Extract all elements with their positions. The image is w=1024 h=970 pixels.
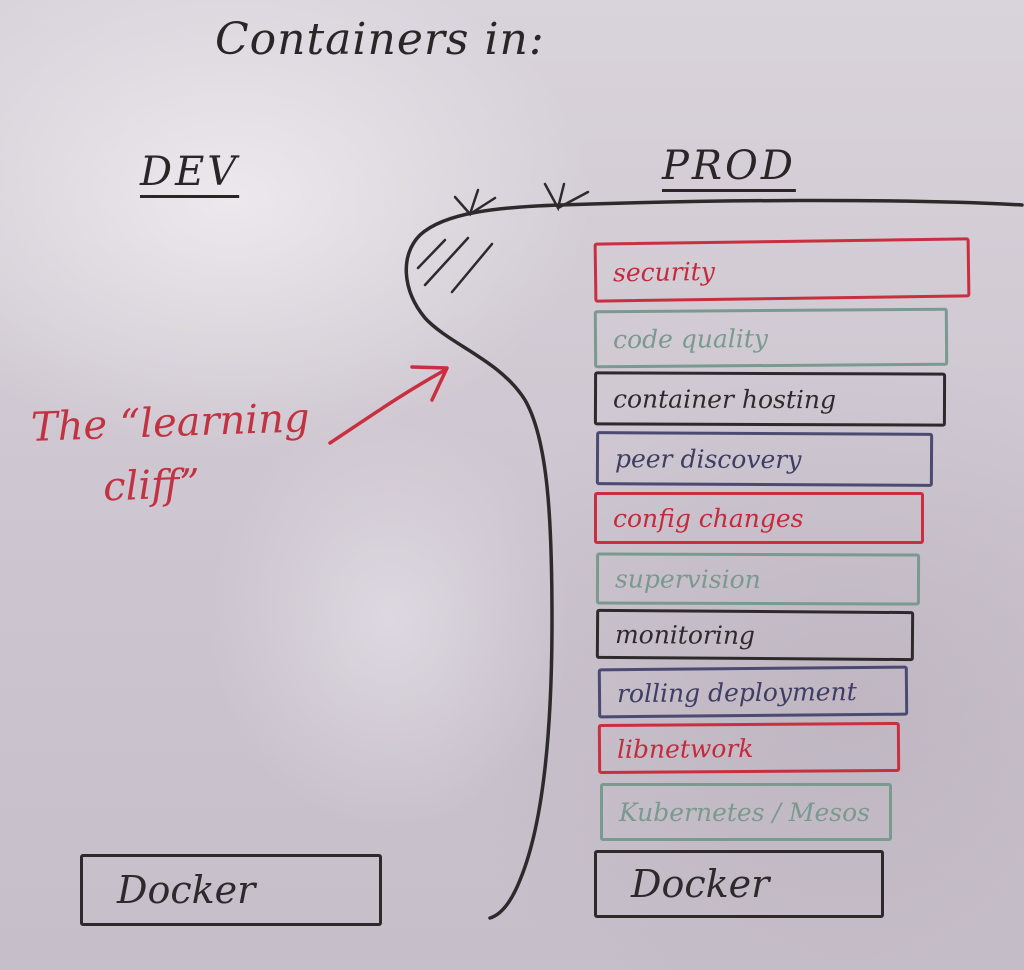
prod-layer-box: supervision <box>595 552 921 606</box>
dev-docker-box: Docker <box>80 854 382 926</box>
arrow-to-cliff <box>328 365 449 445</box>
prod-layer-box: Kubernetes / Mesos <box>600 783 892 841</box>
prod-layer-label: code quality <box>612 323 769 354</box>
prod-docker-label: Docker <box>631 862 770 906</box>
prod-layer-box: code quality <box>593 307 949 369</box>
prod-docker-box: Docker <box>594 850 884 918</box>
prod-layer-label: Kubernetes / Mesos <box>619 797 870 827</box>
prod-layer-label: rolling deployment <box>616 676 857 708</box>
learning-cliff-annotation: The “learning cliff” <box>30 387 313 521</box>
dev-heading: DEV <box>140 149 240 195</box>
prod-layer-box: peer discovery <box>595 431 934 487</box>
prod-layer-box: monitoring <box>595 608 915 662</box>
prod-layer-label: libnetwork <box>616 733 754 764</box>
prod-layer-label: monitoring <box>614 619 756 650</box>
prod-heading: PROD <box>662 143 796 189</box>
prod-layer-box: config changes <box>594 492 924 544</box>
prod-layer-label: config changes <box>613 503 804 533</box>
prod-layer-box: container hosting <box>593 371 947 427</box>
prod-layer-label: supervision <box>614 564 761 594</box>
learning-cliff-line1: The “learning <box>30 395 311 451</box>
cliff-outline <box>404 198 1024 920</box>
board-title: Containers in: <box>215 14 545 65</box>
dev-docker-label: Docker <box>117 868 256 912</box>
prod-layer-label: container hosting <box>612 383 837 414</box>
prod-layer-box: rolling deployment <box>597 665 909 719</box>
cliff-hatching <box>416 236 494 294</box>
learning-cliff-line2: cliff” <box>102 461 201 511</box>
grass-tufts <box>453 182 590 217</box>
prod-layer-box: security <box>593 237 971 303</box>
prod-layer-label: peer discovery <box>614 443 802 474</box>
prod-layer-label: security <box>612 256 716 287</box>
prod-layer-box: libnetwork <box>597 721 901 775</box>
